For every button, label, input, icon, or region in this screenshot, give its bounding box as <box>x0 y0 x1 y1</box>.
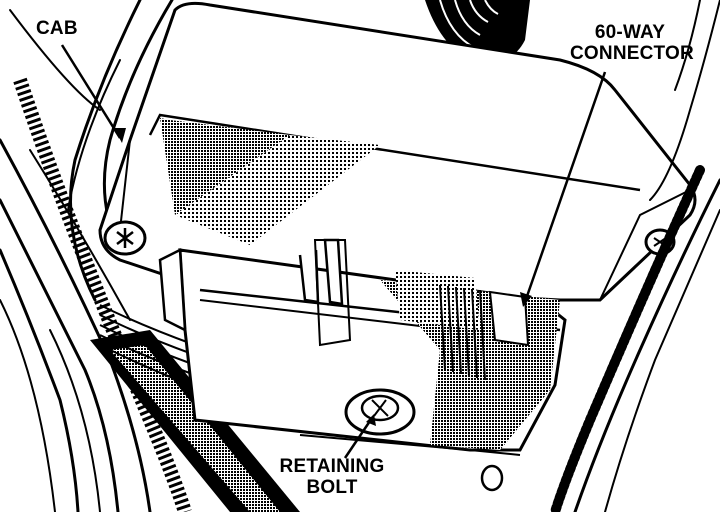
housing-shadow <box>160 118 290 215</box>
retaining-bolt <box>344 388 416 436</box>
bolt-label-line2: BOLT <box>306 477 358 498</box>
cab-label: CAB <box>36 18 78 39</box>
cab-label-text: CAB <box>36 18 78 39</box>
controller-housing <box>98 1 697 302</box>
mounting-hole <box>480 464 504 492</box>
ribbon-cable <box>99 304 196 386</box>
connector-label-line2: CONNECTOR <box>570 43 694 64</box>
connector-label: 60-WAY CONNECTOR <box>570 22 694 64</box>
right-cable <box>550 0 720 512</box>
sixty-way-connector <box>158 238 567 452</box>
bolt-label-line1: RETAINING <box>279 456 385 477</box>
leader-lines <box>60 44 607 459</box>
bolt-label: RETAINING BOLT <box>272 456 392 498</box>
mounting-screw-left <box>103 220 147 256</box>
connector-label-line1: 60-WAY <box>594 22 666 43</box>
